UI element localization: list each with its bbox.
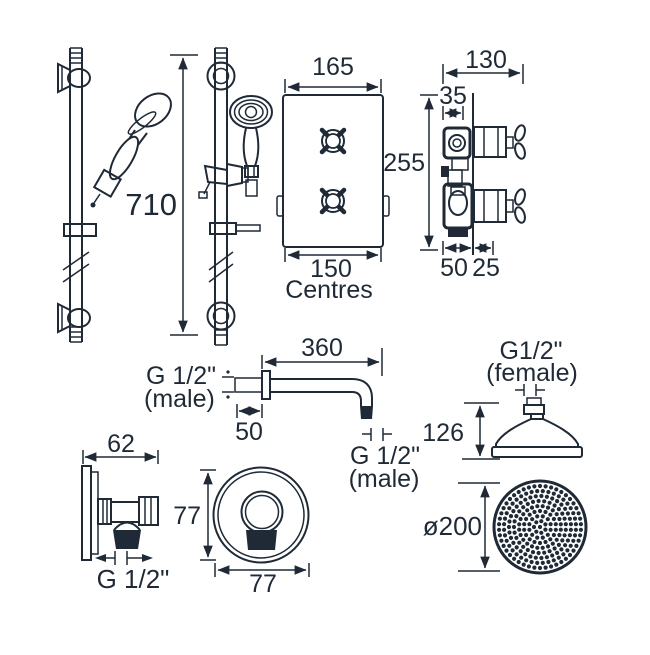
plate-tab-right xyxy=(382,195,390,217)
dim-130-label: 130 xyxy=(465,46,507,74)
dim-150-label: 150 xyxy=(310,255,352,283)
arm-wall-thread-gender-label: (male) xyxy=(144,385,215,413)
handshower-angled xyxy=(90,92,172,208)
outlet-connector xyxy=(113,530,141,549)
dim-62-label: 62 xyxy=(107,430,135,458)
dim-valve-centres: 150 Centres xyxy=(284,248,382,304)
head-face-view xyxy=(492,479,588,575)
dim-plate-width: 77 xyxy=(214,563,310,598)
crosshead-handle-bottom xyxy=(319,187,347,215)
dim-plate-height: 77 xyxy=(173,469,216,561)
arm-wall-thread-label: G 1/2" xyxy=(146,362,216,390)
outlet-thread-label: G 1/2" xyxy=(97,564,170,594)
dim-valve-width: 165 xyxy=(284,53,382,93)
outlet-thread-marks xyxy=(95,551,153,565)
rail-flange-bottom xyxy=(206,301,236,331)
centres-word-label: Centres xyxy=(285,276,373,304)
wall-outlet-view xyxy=(81,465,159,561)
round-plate-view xyxy=(212,466,310,564)
dim-360-label: 360 xyxy=(301,334,343,362)
valve-front-view xyxy=(276,94,390,248)
dim-35-label: 35 xyxy=(439,82,467,110)
dim-255-label: 255 xyxy=(383,149,425,177)
dim-200-label: ø200 xyxy=(423,511,482,541)
rail-slider xyxy=(63,223,97,237)
shower-arm-view xyxy=(222,370,373,419)
head-thread-gender-label: (female) xyxy=(486,359,578,387)
dim-710-label: 710 xyxy=(125,187,177,222)
head-thread-label: G1/2" xyxy=(499,337,562,365)
rail-bracket-top xyxy=(57,62,91,94)
arm-outlet-thread-label: G 1/2" xyxy=(350,442,420,470)
dim-outlet-width: 62 xyxy=(82,430,159,464)
slide-rail-front-view xyxy=(198,47,273,346)
dim-77h-label: 77 xyxy=(249,570,277,598)
dim-25-label: 25 xyxy=(472,254,500,282)
spray-dots xyxy=(497,483,584,571)
slide-rail-angled-view xyxy=(57,47,172,343)
dim-arm-length: 360 xyxy=(261,334,383,376)
valve-side-view xyxy=(441,93,526,255)
head-thread-marks xyxy=(515,384,545,396)
dim-head-diameter: ø200 xyxy=(423,482,500,572)
dim-77v-label: 77 xyxy=(173,502,201,530)
arm-outlet-tip xyxy=(360,406,373,419)
arm-outlet-thread-gender-label: (male) xyxy=(349,465,420,493)
handset-holder xyxy=(198,162,249,199)
arm-thread xyxy=(234,377,263,393)
dim-arm-thread-length: 50 xyxy=(235,404,263,446)
dim-valve-height: 255 xyxy=(383,94,438,251)
plate-stop-tab xyxy=(246,530,277,550)
rail-slider-front xyxy=(209,222,237,235)
dim-valve-side-width: 130 xyxy=(442,46,524,84)
dim-50-side-label: 50 xyxy=(440,254,468,282)
dim-plate-offset: 35 xyxy=(439,82,467,120)
dim-126-label: 126 xyxy=(422,419,464,447)
plate-tab-left xyxy=(276,195,284,217)
dim-head-height: 126 xyxy=(422,402,500,460)
handshower-front xyxy=(229,95,273,197)
head-side-view: G1/2" (female) xyxy=(486,337,583,458)
rail-bracket-bottom xyxy=(57,302,91,334)
dim-rail-height: 710 xyxy=(125,54,198,336)
dim-arm-50-label: 50 xyxy=(235,418,263,446)
crosshead-handle-top xyxy=(319,127,347,155)
rail-flange-top xyxy=(206,61,236,91)
dim-recess-projection: 50 25 xyxy=(440,241,500,282)
arm-outlet-thread-marks xyxy=(362,428,392,441)
dim-165-label: 165 xyxy=(312,53,354,81)
